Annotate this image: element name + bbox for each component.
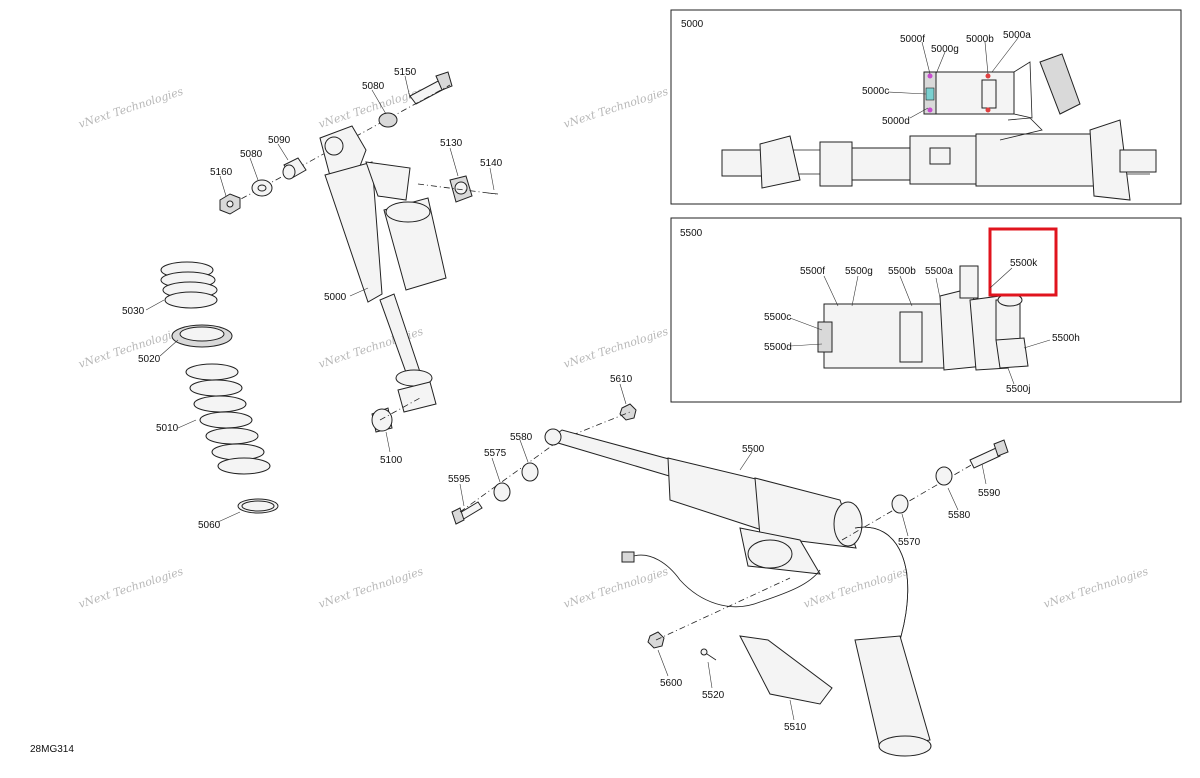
callout-5500b: 5500b bbox=[888, 266, 916, 277]
callout-5590: 5590 bbox=[978, 488, 1001, 499]
bushing-5100 bbox=[371, 407, 393, 433]
watermark: vNext Technologies bbox=[562, 85, 670, 131]
callout-5000a: 5000a bbox=[1003, 30, 1031, 41]
nut-5160 bbox=[219, 193, 241, 215]
watermark: vNext Technologies bbox=[562, 565, 670, 611]
callout-5060: 5060 bbox=[198, 520, 221, 531]
callout-5500h: 5500h bbox=[1052, 333, 1080, 344]
callout-5010: 5010 bbox=[156, 423, 179, 434]
callout-5500f: 5500f bbox=[800, 266, 825, 277]
callout-5500j: 5500j bbox=[1006, 384, 1030, 395]
bushing-5090 bbox=[282, 157, 307, 180]
callout-5000g: 5000g bbox=[931, 44, 959, 55]
inset-title: 5500 bbox=[680, 228, 703, 239]
callout-5130: 5130 bbox=[440, 138, 463, 149]
watermark: vNext Technologies bbox=[77, 565, 185, 611]
watermark: vNext Technologies bbox=[317, 565, 425, 611]
callout-5020: 5020 bbox=[138, 354, 161, 365]
watermark: vNext Technologies bbox=[77, 85, 185, 131]
callout-5575: 5575 bbox=[484, 448, 507, 459]
callout-5000c: 5000c bbox=[862, 86, 889, 97]
callout-5100: 5100 bbox=[380, 455, 403, 466]
callout-5595: 5595 bbox=[448, 474, 471, 485]
callout-5160: 5160 bbox=[210, 167, 233, 178]
callout-5080: 5080 bbox=[362, 81, 385, 92]
clamp-5130 bbox=[449, 175, 473, 203]
inset-title: 5000 bbox=[681, 19, 704, 30]
callout-5030: 5030 bbox=[122, 306, 145, 317]
callout-5500g: 5500g bbox=[845, 266, 873, 277]
callout-5500c: 5500c bbox=[764, 312, 791, 323]
callout-5150: 5150 bbox=[394, 67, 417, 78]
bolt-5595 bbox=[451, 501, 483, 525]
inset-5000: 5000 5000f 5000g 5000b 5000a bbox=[670, 9, 1182, 205]
inset-5500: 5500 5500f 5500g 5500b 5500a 5500k 5500c… bbox=[670, 217, 1182, 403]
shock-assembly-5000 bbox=[219, 71, 499, 433]
callout-5000: 5000 bbox=[324, 292, 347, 303]
callout-5000f: 5000f bbox=[900, 34, 925, 45]
callout-5570: 5570 bbox=[898, 537, 921, 548]
callout-5520: 5520 bbox=[702, 690, 725, 701]
bolt-5150 bbox=[409, 71, 453, 105]
callout-5580: 5580 bbox=[510, 432, 533, 443]
callout-5140: 5140 bbox=[480, 158, 503, 169]
callout-5500: 5500 bbox=[742, 444, 765, 455]
shock-body-5000 bbox=[319, 125, 447, 413]
callout-5600: 5600 bbox=[660, 678, 683, 689]
spring-stack bbox=[160, 261, 279, 514]
callout-5000d: 5000d bbox=[882, 116, 910, 127]
callout-5000b: 5000b bbox=[966, 34, 994, 45]
callout-5500d: 5500d bbox=[764, 342, 792, 353]
bolt-5590 bbox=[969, 439, 1009, 469]
watermark: vNext Technologies bbox=[1042, 565, 1150, 611]
callout-5500k: 5500k bbox=[1010, 258, 1038, 269]
callout-5080: 5080 bbox=[240, 149, 263, 160]
callout-layer: 5150 5080 5090 5080 5160 5130 5140 5000 … bbox=[122, 67, 1001, 733]
callout-5610: 5610 bbox=[610, 374, 633, 385]
highlight-box bbox=[988, 227, 1058, 297]
callout-5580: 5580 bbox=[948, 510, 971, 521]
diagram-code: 28MG314 bbox=[30, 744, 74, 755]
callout-5500a: 5500a bbox=[925, 266, 953, 277]
callout-5510: 5510 bbox=[784, 722, 807, 733]
callout-5090: 5090 bbox=[268, 135, 291, 146]
watermark: vNext Technologies bbox=[562, 325, 670, 371]
shock-assembly-5500 bbox=[451, 403, 1009, 757]
